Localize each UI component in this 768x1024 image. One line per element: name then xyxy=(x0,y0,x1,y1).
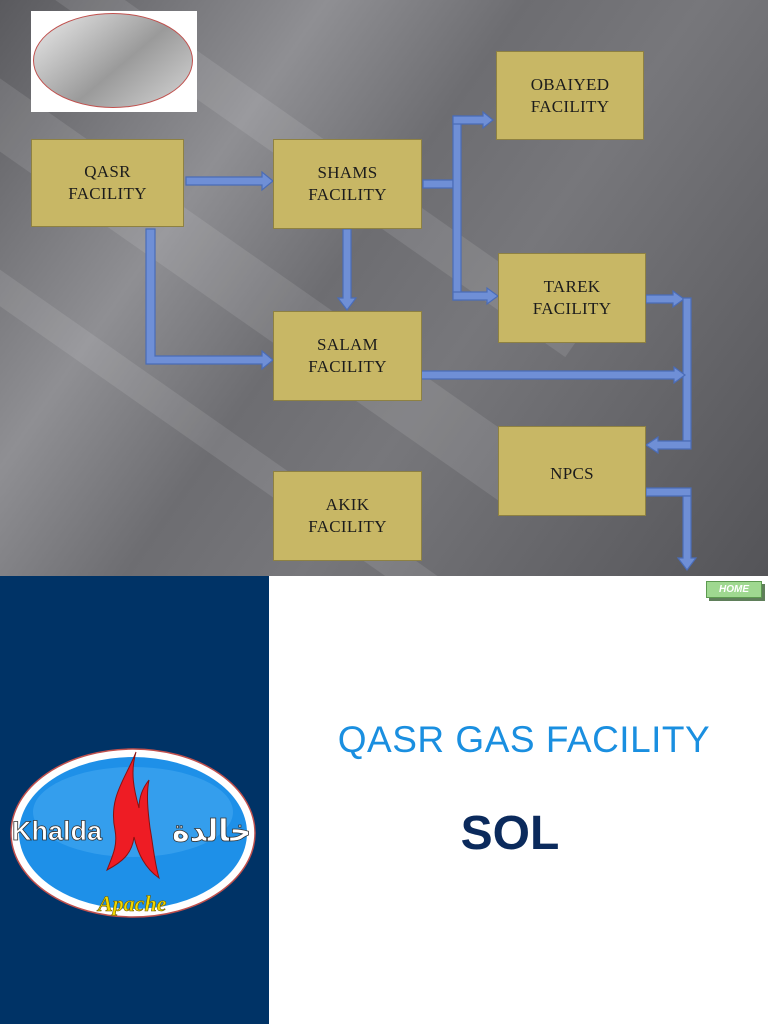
side-panel: Khalda خالدة Apache xyxy=(0,576,269,1024)
flow-diagram-slide: QASR FACILITY SHAMS FACILITY OBAIYED FAC… xyxy=(0,0,768,576)
node-obaiyed-facility: OBAIYED FACILITY xyxy=(496,51,644,140)
arrow-split-to-tarek xyxy=(452,286,500,306)
node-npcs: NPCS xyxy=(498,426,646,516)
title-slide: Khalda خالدة Apache HOME QASR GAS FACILI… xyxy=(0,576,768,1024)
connector-merge-vertical xyxy=(682,297,692,442)
arrow-qasr-to-salam xyxy=(145,228,274,371)
home-button[interactable]: HOME xyxy=(706,581,762,598)
arrow-split-to-obaiyed xyxy=(452,110,494,130)
slide-title: QASR GAS FACILITY xyxy=(337,719,711,760)
node-salam-facility: SALAM FACILITY xyxy=(273,311,422,401)
slide-subtitle: SOL xyxy=(460,807,560,860)
logo-text-khalda: Khalda xyxy=(12,816,103,846)
arrow-npcs-down xyxy=(676,495,698,571)
node-akik-facility: AKIK FACILITY xyxy=(273,471,422,561)
arrow-tarek-to-merge xyxy=(645,289,686,309)
arrow-salam-to-merge xyxy=(420,365,687,385)
node-tarek-facility: TAREK FACILITY xyxy=(498,253,646,343)
logo-text-arabic: خالدة xyxy=(172,814,251,849)
logo-text-apache: Apache xyxy=(96,891,167,916)
connector-shams-split xyxy=(422,179,454,189)
flow-arrows xyxy=(145,110,698,571)
connector-split-vertical xyxy=(452,115,462,301)
arrow-merge-to-npcs xyxy=(644,435,692,455)
khalda-apache-logo: Khalda خالدة Apache xyxy=(10,748,256,918)
oval-shape xyxy=(33,13,193,108)
connector-npcs-out xyxy=(645,487,692,497)
arrow-shams-to-salam xyxy=(336,228,358,311)
node-qasr-facility: QASR FACILITY xyxy=(31,139,184,227)
node-shams-facility: SHAMS FACILITY xyxy=(273,139,422,229)
logo-placeholder xyxy=(31,11,197,112)
arrow-qasr-to-shams xyxy=(185,170,274,192)
